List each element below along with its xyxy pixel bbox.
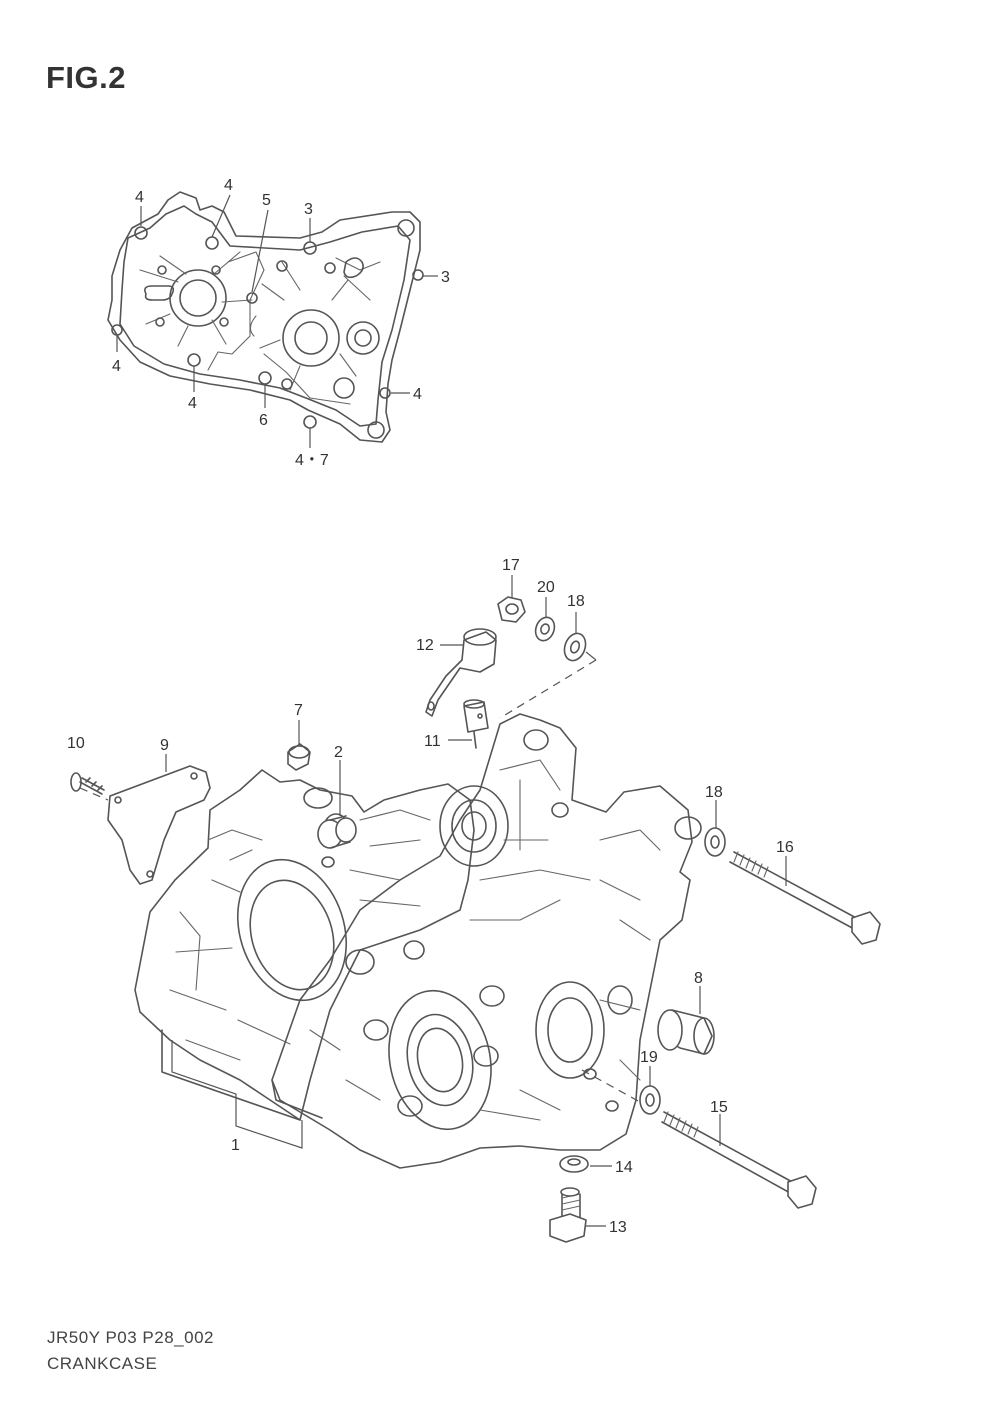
part-2-dowel xyxy=(317,815,357,849)
gasket-callouts: 4 4 5 3 3 4 4 6 4 4・7 xyxy=(112,177,450,469)
gasket-callout: 3 xyxy=(441,269,450,286)
assembly-callout: 11 xyxy=(424,733,441,750)
assembly-callout: 18 xyxy=(567,593,585,610)
assembly-callout: 7 xyxy=(294,702,303,719)
part-8-bushing xyxy=(657,1009,715,1055)
assembly-callouts: 17 20 18 12 11 7 10 9 2 18 16 8 19 15 14… xyxy=(67,557,794,1236)
part-9-cover xyxy=(107,765,211,885)
gasket-callout: 4 xyxy=(188,395,197,412)
part-17-nut xyxy=(497,596,526,623)
assembly-callout: 1 xyxy=(231,1137,240,1154)
gasket-callout: 4 xyxy=(135,189,144,206)
assembly-callout: 8 xyxy=(694,970,703,987)
assembly-callout: 19 xyxy=(640,1049,658,1066)
gasket-callout: 4 xyxy=(112,358,121,375)
part-20-washer xyxy=(534,616,556,642)
part-13-bolt xyxy=(549,1187,587,1243)
gasket-callout: 4 xyxy=(224,177,233,194)
gasket-callout: 4 xyxy=(413,386,422,403)
assembly-callout: 9 xyxy=(160,737,169,754)
crankcase-gasket xyxy=(107,191,424,443)
part-16-bolt xyxy=(729,851,881,945)
assembly-callout: 13 xyxy=(609,1219,627,1236)
gasket-callout: 3 xyxy=(304,201,313,218)
part-15-bolt xyxy=(661,1111,817,1209)
assembly-callout: 15 xyxy=(710,1099,728,1116)
part-18-washer-top xyxy=(563,632,587,662)
assembly-callout: 14 xyxy=(615,1159,633,1176)
assembly-callout: 18 xyxy=(705,784,723,801)
gasket-callout: 6 xyxy=(259,412,268,429)
figure-title: FIG.2 xyxy=(46,60,127,95)
assembly-leader-lines xyxy=(79,575,787,1227)
part-12-bracket xyxy=(425,628,497,717)
part-14-washer xyxy=(559,1155,589,1173)
drawing-title: CRANKCASE xyxy=(47,1354,158,1373)
gasket-callout: 5 xyxy=(262,192,271,209)
assembly-callout: 10 xyxy=(67,735,85,752)
gasket-leader-lines xyxy=(116,194,438,448)
part-10-screw xyxy=(70,772,105,795)
gasket-callout: 4・7 xyxy=(295,452,329,469)
drawing-code: JR50Y P03 P28_002 xyxy=(47,1328,214,1347)
assembly-callout: 17 xyxy=(502,557,520,574)
assembly-callout: 2 xyxy=(334,744,343,761)
assembly-callout: 12 xyxy=(416,637,434,654)
part-11-pin xyxy=(463,699,489,749)
part-18-washer-right xyxy=(704,827,726,857)
crankcase-halves xyxy=(134,713,702,1169)
assembly-callout: 20 xyxy=(537,579,555,596)
part-19-washer xyxy=(639,1085,661,1115)
part-7-dowel xyxy=(287,743,311,771)
assembly-callout: 16 xyxy=(776,839,794,856)
